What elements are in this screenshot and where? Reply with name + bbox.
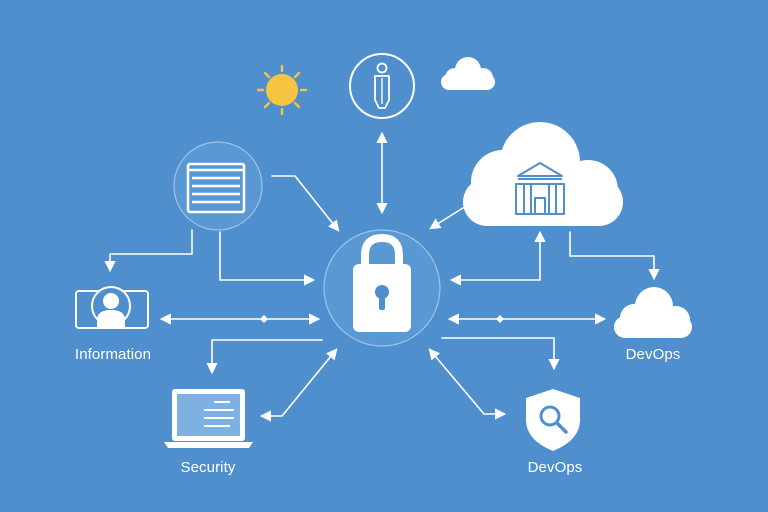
label-information: Information <box>74 346 152 363</box>
padlock-icon[interactable] <box>323 229 441 347</box>
connector-cloudbank-down <box>449 230 546 286</box>
small-cloud-icon <box>441 57 495 90</box>
person-icon[interactable] <box>349 53 415 119</box>
connector-lock-to-laptop-left <box>206 339 323 375</box>
connector-document-to-lock <box>271 175 340 232</box>
label-devops-right: DevOps <box>625 346 681 363</box>
connector-cloudbank-right <box>569 231 660 281</box>
connector-laptop-to-lock <box>259 348 338 422</box>
user-profile-icon[interactable] <box>75 286 149 329</box>
connector-lock-to-shield-right <box>441 337 560 371</box>
connector-lines <box>104 131 660 422</box>
connector-document-left <box>104 229 193 273</box>
shield-search-icon[interactable] <box>526 389 580 451</box>
label-security: Security <box>180 459 236 476</box>
cloud-icon[interactable] <box>614 287 692 338</box>
connector-shield-to-lock <box>428 348 507 420</box>
connector-dots <box>260 315 504 323</box>
label-devops-bottom: DevOps <box>527 459 583 476</box>
document-list-icon[interactable] <box>173 141 263 231</box>
sun-icon <box>256 64 308 116</box>
cloud-bank-icon[interactable] <box>463 122 623 226</box>
laptop-icon[interactable] <box>164 389 253 448</box>
connector-document-down <box>219 231 316 286</box>
